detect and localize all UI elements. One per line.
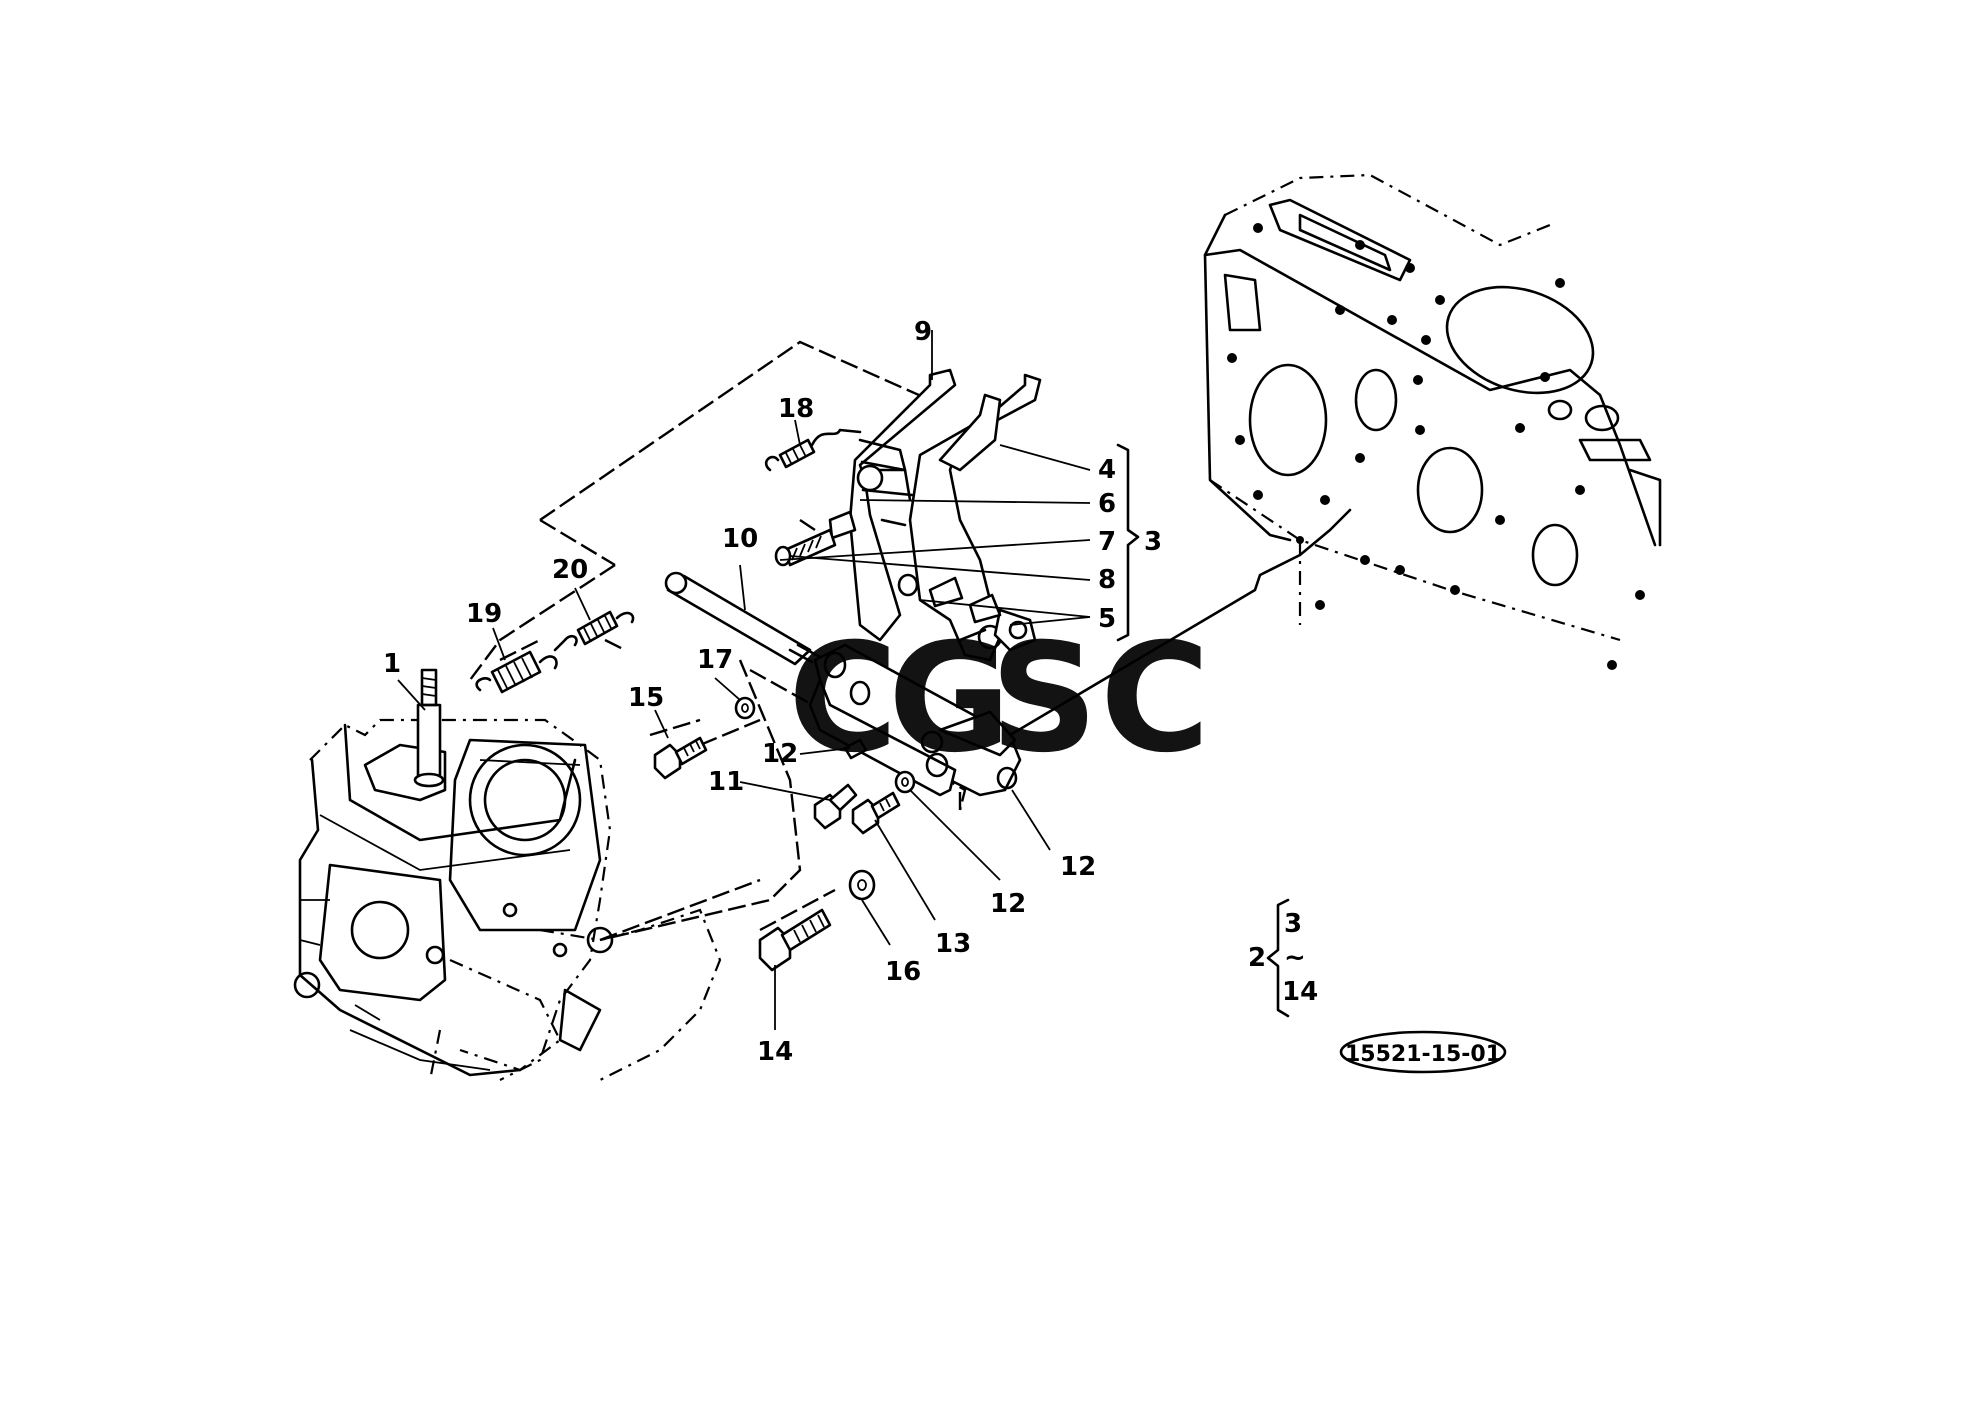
bolt-14 — [851, 791, 901, 835]
callout-20: 19 — [466, 599, 502, 629]
callout-4: 4 — [1098, 455, 1116, 485]
callout-10: 10 — [722, 524, 758, 554]
callout-16: 15 — [628, 683, 664, 713]
spring-20 — [475, 650, 558, 694]
callout-8: 8 — [1098, 565, 1116, 595]
callout-15: 14 — [757, 1037, 793, 1067]
callout-13: 12 — [1060, 852, 1096, 882]
callout-9: 9 — [914, 317, 932, 347]
callout-21: 20 — [552, 555, 588, 585]
watermark-letter-3: S — [990, 612, 1098, 786]
lock-washer-12-upper — [843, 738, 868, 760]
callout-labels: 1 19 20 10 17 15 12 11 9 18 4 6 7 3 8 5 … — [383, 317, 1162, 1067]
engine-block — [1203, 173, 1662, 670]
callout-17: 16 — [885, 957, 921, 987]
watermark-letter-1: C — [788, 612, 898, 786]
gear-case-block — [293, 668, 722, 1081]
callout-12-upper: 12 — [762, 739, 798, 769]
spring-21 — [553, 610, 635, 652]
shaft-10 — [664, 571, 822, 666]
callout-14: 13 — [935, 929, 971, 959]
assembly-lines — [469, 340, 1352, 942]
bolt-16 — [653, 736, 708, 780]
drawing-code: 15521-15-01 — [1345, 1042, 1501, 1067]
watermark-letter-4: C — [1100, 612, 1210, 786]
callout-18: 17 — [697, 645, 733, 675]
drawing-code-badge: 15521-15-01 — [1339, 1030, 1507, 1074]
group-bracket-2: 2 3 ~ 14 — [1248, 898, 1318, 1018]
spring-19 — [764, 428, 862, 472]
washer-18 — [734, 696, 756, 720]
watermark-logo: C G S C — [788, 612, 1210, 786]
callout-12-lower: 12 — [990, 889, 1026, 919]
callout-3: 3 — [1144, 527, 1162, 557]
group-top-label: 3 — [1284, 909, 1302, 939]
callout-11: 11 — [708, 767, 744, 797]
bracket-13 — [808, 643, 1022, 797]
group-bottom-label: 14 — [1282, 977, 1318, 1007]
bolt-15 — [758, 908, 832, 972]
callout-1: 1 — [383, 649, 401, 679]
callout-5: 5 — [1098, 604, 1116, 634]
callout-6: 6 — [1098, 489, 1116, 519]
callout-7: 7 — [1098, 527, 1116, 557]
group-separator: ~ — [1284, 943, 1306, 973]
watermark-letter-2: G — [888, 612, 1011, 786]
lock-washer-12-lower — [894, 770, 916, 794]
bolt-11 — [813, 783, 858, 830]
callout-19: 18 — [778, 394, 814, 424]
group-parent-label: 2 — [1248, 943, 1266, 973]
washer-17 — [848, 869, 876, 901]
leader-lines — [397, 330, 1140, 1030]
